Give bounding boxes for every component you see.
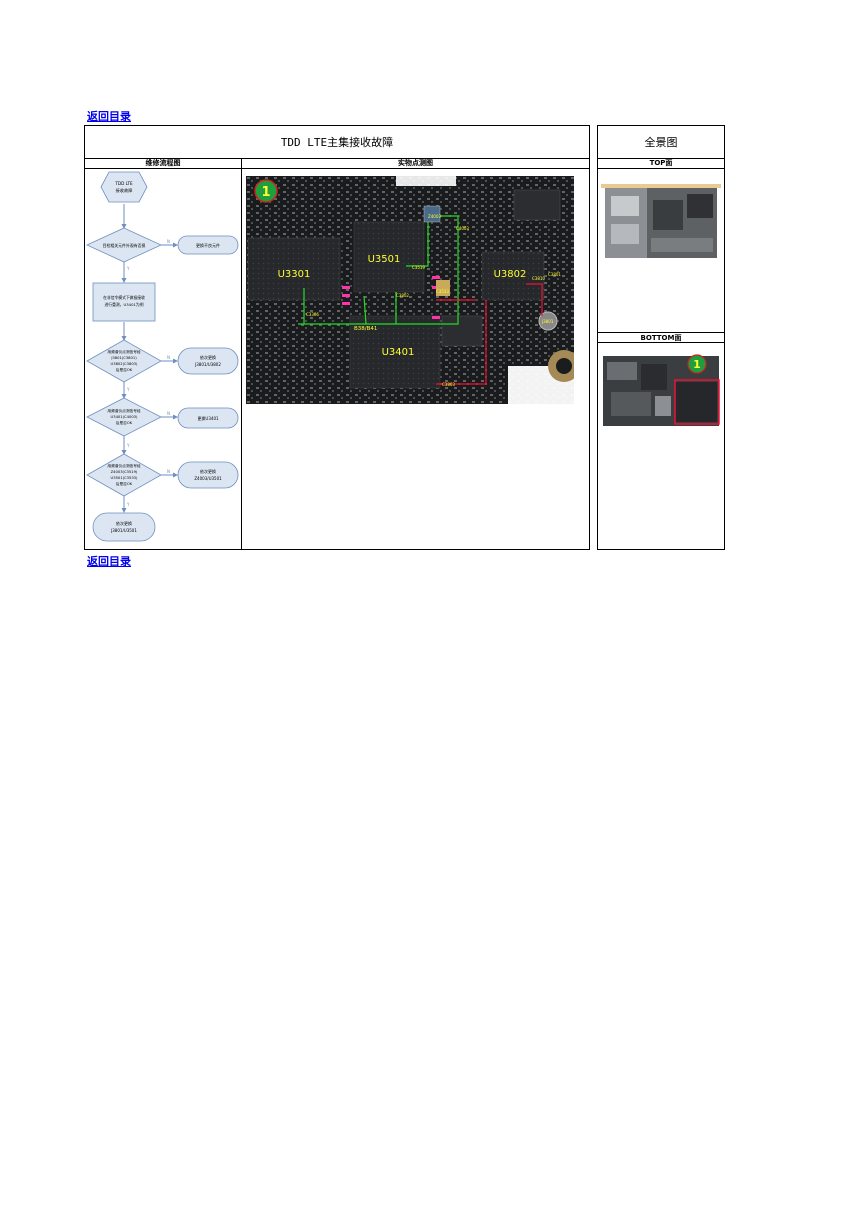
flow-action-3 [177, 347, 239, 375]
flow-process-2 [92, 282, 156, 322]
flow-process-2-line1: 在非信令模式下做极接收 [103, 295, 145, 300]
flow-action-3-line1: 依次更换 [200, 354, 216, 360]
flow-action-1-text: 更换不良元件 [196, 242, 220, 248]
panorama-panel: 全景图 TOP面 BOTTOM面 1 [597, 125, 725, 550]
bottom-marker [687, 354, 707, 374]
flow-end-line2: J3801/U3501 [110, 528, 137, 533]
flow-decision-5-line4: 后是否OK [116, 481, 133, 486]
flow-action-1 [177, 235, 239, 255]
bottom-marker-number: 1 [693, 358, 701, 371]
flow-action-5-line1: 依次更换 [200, 468, 216, 474]
label-b38-b41: B38/B41 [354, 326, 377, 332]
flow-decision-5 [86, 453, 162, 497]
label-j3801: J3801 [541, 319, 554, 324]
chip-label-u3401: U3401 [382, 347, 415, 358]
label-c3803: C3803 [442, 382, 455, 387]
chip-u3802 [481, 251, 545, 301]
panel-title: TDD LTE主集接收故障 [85, 126, 589, 159]
flow-decision-1-text: 目检相关元件外观有否损 [103, 243, 146, 248]
chip-u3501 [353, 221, 425, 293]
label-c3519: C3519 [412, 265, 425, 270]
flow-no-label-4: N [167, 411, 170, 416]
flow-decision-3-line2: J3801(C3801) [110, 356, 137, 360]
label-c3810: C3810 [532, 276, 545, 281]
highlight-region [674, 379, 720, 425]
flow-decision-5-line1: 用频谱仪点测信号经 [107, 463, 140, 468]
flow-no-label-3: N [167, 355, 170, 360]
flow-decision-4-line1: 用频谱仪点测信号经 [107, 408, 140, 413]
top-side-header: TOP面 [598, 158, 724, 169]
flow-start-line1: TDD LTE [114, 181, 133, 186]
chip-u3301 [247, 237, 341, 301]
label-c4003: C4003 [456, 226, 469, 231]
photo-column-header: 实物点测图 [242, 158, 589, 169]
flow-column-header: 维修流程图 [85, 158, 242, 169]
flow-start-line2: 接收故障 [116, 187, 133, 194]
flow-decision-5-line2: Z4003(C3519) [111, 470, 138, 474]
bottom-side-header: BOTTOM面 [598, 332, 724, 343]
test-point-marker [254, 179, 278, 203]
flow-action-4-text: 更换U3401 [197, 415, 219, 421]
flow-decision-4-line2: U3401(C4003) [111, 415, 138, 419]
chip-label-u3301: U3301 [278, 269, 311, 280]
flow-action-4 [177, 407, 239, 429]
chip-u3401 [349, 315, 441, 389]
flow-decision-4-line3: 后是否OK [116, 420, 133, 425]
flow-action-3-line2: J3801/U3802 [194, 362, 221, 367]
flow-yes-label-1: Y [126, 266, 130, 271]
signal-path-red [436, 300, 487, 385]
flow-yes-label-4: Y [126, 443, 130, 448]
flow-end-node [92, 512, 156, 542]
label-c3306: C3306 [306, 312, 319, 317]
flow-decision-3-line3: U3802(C3803) [111, 362, 138, 366]
column-divider [241, 169, 242, 549]
flow-yes-label-5: Y [126, 502, 130, 507]
pcb-test-point-photo: 1 U3301 U3501 U3802 U3401 Z4003 C4003 C3… [246, 176, 574, 404]
connector-j3801 [538, 311, 558, 331]
component-z4003 [423, 205, 441, 223]
bottom-side-board-image: 1 [603, 354, 720, 426]
top-side-board-image [601, 184, 721, 258]
flow-decision-1 [86, 227, 162, 263]
flow-decision-5-line3: U3501(C3533) [111, 476, 138, 480]
label-c3533: C3533 [436, 289, 449, 294]
label-z4003: Z4003 [428, 214, 441, 219]
label-c3802: C3802 [396, 293, 409, 298]
flow-action-5-line2: Z4003/U3501 [194, 476, 222, 481]
fault-panel: TDD LTE主集接收故障 维修流程图 实物点测图 TDD LTE 接收故障 目… [84, 125, 590, 550]
back-to-contents-link-bottom[interactable]: 返回目录 [87, 555, 131, 568]
label-c3801: C3801 [548, 272, 561, 277]
flow-yes-label-3: Y [126, 387, 130, 392]
flow-no-label-1: N [167, 239, 170, 244]
flow-decision-3 [86, 339, 162, 383]
flow-start-node [100, 171, 148, 203]
repair-flowchart: TDD LTE 接收故障 目检相关元件外观有否损 更换不良元件 N Y 在非信令… [86, 171, 239, 542]
flow-process-2-line2: 进行重测，U3401为例 [104, 302, 143, 307]
flow-no-label-5: N [167, 469, 170, 474]
flow-decision-4 [86, 397, 162, 437]
flow-action-5 [177, 461, 239, 489]
flow-decision-3-line1: 用频谱仪点测信号经 [107, 349, 140, 354]
chip-label-u3501: U3501 [368, 254, 401, 265]
test-point-marker-number: 1 [261, 185, 270, 200]
flow-decision-3-line4: 后是否OK [116, 367, 133, 372]
chip-label-u3802: U3802 [494, 269, 527, 280]
flow-end-line1: 依次更换 [116, 520, 132, 526]
back-to-contents-link[interactable]: 返回目录 [87, 110, 131, 123]
panorama-title: 全景图 [598, 126, 724, 159]
